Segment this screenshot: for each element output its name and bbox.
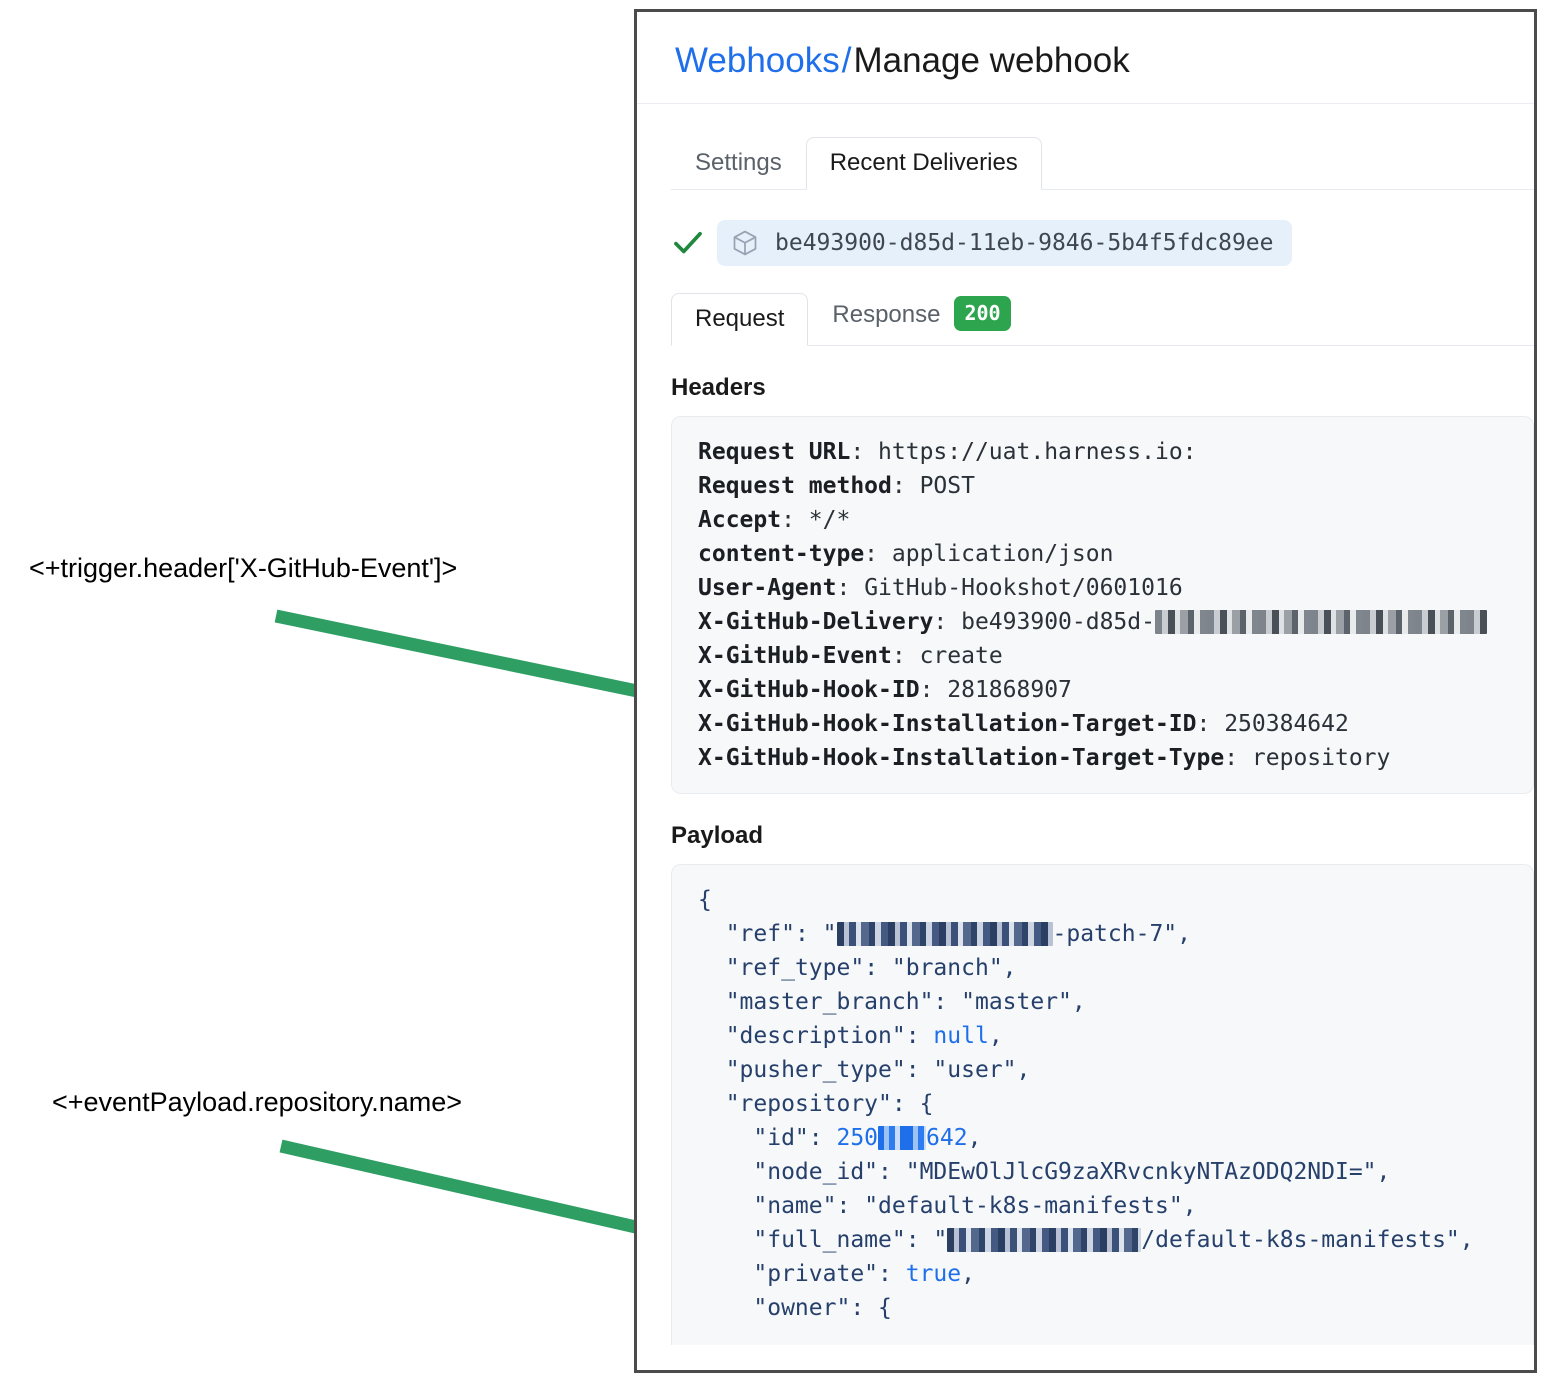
header-key: Accept bbox=[698, 506, 782, 533]
header-divider bbox=[637, 102, 1534, 104]
annotation-label-trigger-header: <+trigger.header['X-GitHub-Event']> bbox=[29, 553, 458, 583]
delivery-id-text: be493900-d85d-11eb-9846-5b4f5fdc89ee bbox=[775, 229, 1274, 256]
redacted-owner-name bbox=[947, 1227, 1142, 1252]
payload-label: Payload bbox=[671, 821, 764, 849]
header-value: 250384642 bbox=[1224, 710, 1349, 737]
payload-code-block: { "ref": "-patch-7", "ref_type": "branch… bbox=[671, 863, 1534, 1345]
header-value: application/json bbox=[891, 540, 1114, 567]
request-response-tabstrip: Request Response 200 bbox=[637, 290, 1534, 346]
redacted-delivery-id bbox=[1154, 609, 1487, 634]
header-key: content-type bbox=[698, 540, 865, 567]
breadcrumb-separator: / bbox=[841, 41, 852, 80]
webhook-tabstrip: Settings Recent Deliveries bbox=[637, 132, 1534, 190]
header-value: be493900-d85d- bbox=[961, 608, 1155, 635]
breadcrumb-link-webhooks[interactable]: Webhooks bbox=[675, 41, 840, 80]
headers-label: Headers bbox=[671, 373, 766, 401]
header-value: */* bbox=[808, 506, 851, 533]
header-value: GitHub-Hookshot/0601016 bbox=[864, 574, 1183, 601]
header-key: User-Agent bbox=[698, 574, 837, 601]
header-key: X-GitHub-Event bbox=[698, 642, 892, 669]
header-value: https://uat.harness.io: bbox=[878, 438, 1197, 465]
header-value: 281868907 bbox=[947, 676, 1072, 703]
header-key: Request method bbox=[698, 472, 892, 499]
header-key: X-GitHub-Delivery bbox=[698, 608, 934, 635]
tab-recent-deliveries[interactable]: Recent Deliveries bbox=[805, 136, 1042, 190]
headers-code-block: Request URL: https://uat.harness.io: Req… bbox=[671, 415, 1534, 794]
header-key: X-GitHub-Hook-Installation-Target-ID bbox=[698, 710, 1197, 737]
tab-response[interactable]: Response 200 bbox=[808, 282, 1034, 346]
tab-request[interactable]: Request bbox=[671, 292, 809, 346]
header-value: create bbox=[919, 642, 1003, 669]
delivery-id-chip[interactable]: be493900-d85d-11eb-9846-5b4f5fdc89ee bbox=[717, 219, 1292, 266]
header-value: repository bbox=[1251, 744, 1391, 771]
header-value: POST bbox=[919, 472, 975, 499]
redacted-ref-owner bbox=[836, 921, 1053, 946]
delivery-row[interactable]: be493900-d85d-11eb-9846-5b4f5fdc89ee bbox=[671, 219, 1534, 266]
page-title: Manage webhook bbox=[853, 41, 1130, 80]
webhook-panel: Webhooks/Manage webhook Settings Recent … bbox=[634, 9, 1537, 1373]
breadcrumb: Webhooks/Manage webhook bbox=[637, 12, 1534, 103]
annotation-label-event-payload: <+eventPayload.repository.name> bbox=[52, 1087, 463, 1117]
check-icon bbox=[674, 231, 702, 253]
header-key: Request URL bbox=[698, 438, 851, 465]
package-icon bbox=[733, 230, 757, 255]
status-badge: 200 bbox=[954, 295, 1011, 331]
header-key: X-GitHub-Hook-Installation-Target-Type bbox=[698, 744, 1225, 771]
redacted-repo-id bbox=[878, 1125, 927, 1150]
tab-settings[interactable]: Settings bbox=[695, 148, 782, 176]
annotation-arrow-trigger-header bbox=[274, 609, 684, 714]
tab-response-label: Response bbox=[832, 300, 941, 328]
header-key: X-GitHub-Hook-ID bbox=[698, 676, 920, 703]
